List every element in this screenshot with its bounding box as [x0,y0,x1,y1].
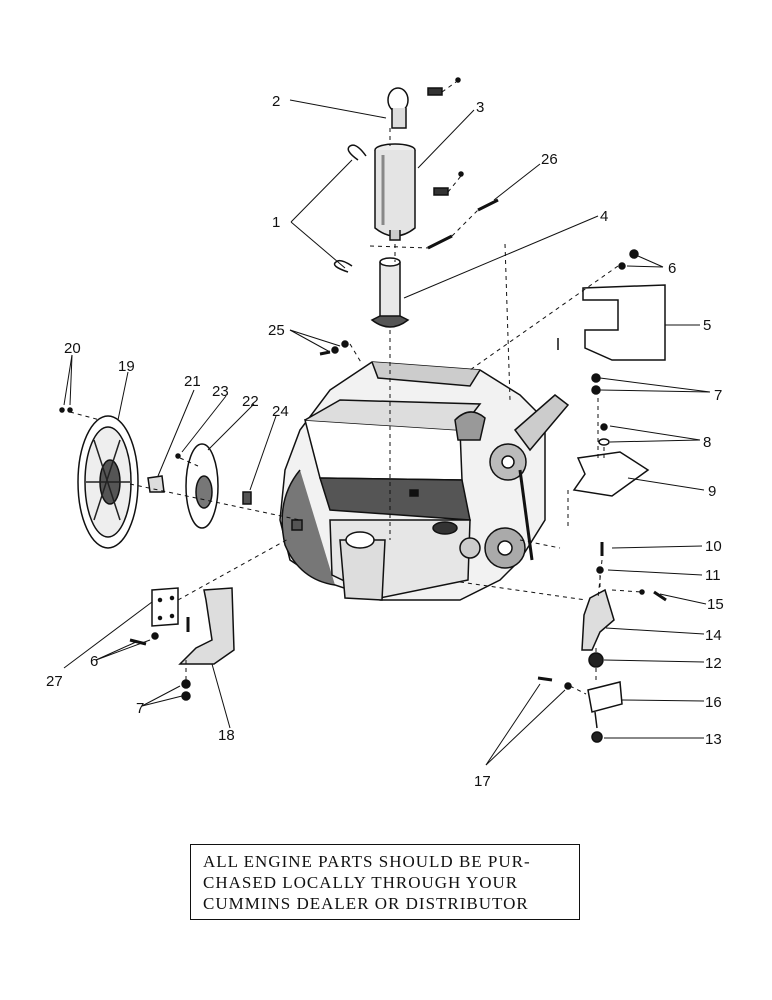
callout-6-left: 6 [90,653,98,670]
callout-12: 12 [705,655,722,672]
bolt-6-upper-a [618,262,626,270]
callout-5: 5 [703,317,711,334]
drive-plate-22 [185,443,219,529]
callout-8: 8 [703,434,711,451]
left-mounts [129,587,235,701]
callout-22: 22 [242,393,259,410]
flywheel-19 [77,415,139,549]
purchase-note: ALL ENGINE PARTS SHOULD BE PUR- CHASED L… [190,844,580,920]
callout-20: 20 [64,340,81,357]
callout-25: 25 [268,322,285,339]
bolt-6-lower [129,638,147,646]
u-bolt-upper-part [347,144,367,161]
callout-27: 27 [46,673,63,690]
bolt-17 [537,676,553,682]
exhaust-stack-group [333,77,499,328]
alignment-lines [69,81,643,695]
cushion-12 [588,652,604,668]
washer-24 [242,491,252,505]
exhaust-elbow-part [387,87,409,129]
callout-19: 19 [118,358,135,375]
purchase-note-line-1: ALL ENGINE PARTS SHOULD BE PUR- [203,852,531,871]
mount-bracket-5 [582,284,666,361]
muffler-part [374,143,416,241]
callout-13: 13 [705,731,722,748]
callout-23: 23 [212,383,229,400]
callout-4: 4 [600,208,608,225]
nut-8 [600,423,608,431]
bolt-15 [653,590,667,602]
callout-6-right: 6 [668,260,676,277]
callout-15: 15 [707,596,724,613]
callout-3: 3 [476,99,484,116]
bracket-18 [178,587,235,665]
washer-7-left-a [181,679,191,689]
callout-18: 18 [218,727,235,744]
right-mounts [537,249,667,743]
callout-10: 10 [705,538,722,555]
callout-11: 11 [705,567,721,584]
leader-lines [63,99,711,766]
callout-14: 14 [705,627,722,644]
callout-26: 26 [541,151,558,168]
support-rod-part [427,198,499,250]
washer-7-right-a [591,373,601,383]
plate-16 [587,681,623,713]
bracket-14 [581,588,615,651]
nut-13 [591,731,603,743]
exhaust-pipe-part [370,257,410,328]
purchase-note-line-2: CHASED LOCALLY THROUGH YOUR [203,873,519,892]
bolt-6-upper-b [629,249,639,259]
flywheel-group [59,340,349,549]
clamp-middle-part [433,171,464,196]
clamp-top-part [427,77,461,96]
plate-27 [151,587,179,627]
callout-2: 2 [272,93,280,110]
washer-7-right-b [591,385,601,395]
purchase-note-line-3: CUMMINS DEALER OR DISTRIBUTOR [203,894,529,913]
washer-11 [596,566,604,574]
engine-block [279,361,570,601]
washer-7-left-b [181,691,191,701]
bracket-9 [572,451,650,497]
callout-21: 21 [184,373,201,390]
callout-17: 17 [474,773,491,790]
callout-7-right: 7 [714,387,722,404]
callout-7-left: 7 [136,700,144,717]
callout-16: 16 [705,694,722,711]
callout-1: 1 [272,214,280,231]
callout-24: 24 [272,403,289,420]
washer-6-lower [151,632,159,640]
callout-9: 9 [708,483,716,500]
hub-21 [147,475,165,493]
callout-labels: 1 2 3 4 5 6 7 8 9 10 11 12 13 14 15 16 1… [46,93,724,790]
u-bolt-lower-part [333,259,353,273]
washer-8 [598,438,610,446]
